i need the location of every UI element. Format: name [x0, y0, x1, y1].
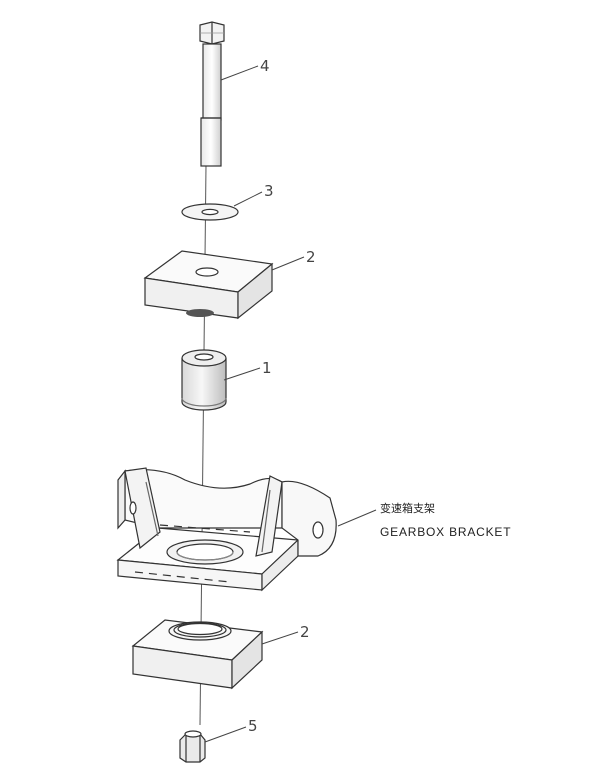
- leader-pad-lower: [261, 631, 299, 645]
- leader-sleeve: [223, 367, 261, 381]
- callout-sleeve: 1: [262, 359, 272, 377]
- callout-nut: 5: [248, 717, 258, 735]
- callout-washer: 3: [264, 182, 274, 200]
- callout-pad-upper: 2: [306, 248, 316, 266]
- sleeve: [181, 349, 227, 411]
- leader-washer: [233, 191, 263, 207]
- rubber-pad-upper: [143, 250, 274, 320]
- bracket-label-en: GEARBOX BRACKET: [380, 525, 511, 539]
- callout-bolt: 4: [260, 57, 270, 75]
- gearbox-bracket: [116, 467, 337, 592]
- leader-bracket: [337, 509, 377, 527]
- leader-bolt: [220, 65, 259, 81]
- nut: [179, 730, 206, 763]
- leader-nut: [204, 726, 247, 743]
- callout-pad-lower: 2: [300, 623, 310, 641]
- leader-lines: [204, 65, 377, 743]
- washer: [181, 203, 239, 221]
- bolt: [199, 21, 225, 167]
- rubber-pad-lower: [131, 619, 264, 690]
- leader-pad-upper: [271, 256, 305, 271]
- bracket-label-cn: 变速箱支架: [380, 501, 435, 515]
